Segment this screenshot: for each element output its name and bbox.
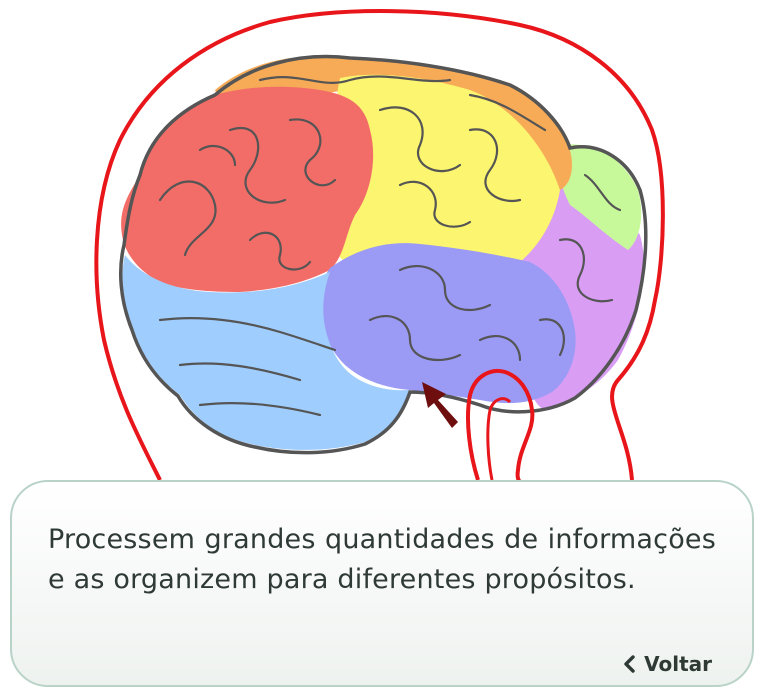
chevron-left-icon <box>622 655 636 673</box>
brainstem-inner <box>486 397 512 481</box>
parietal-region <box>333 74 560 262</box>
lower-frontal-region <box>122 255 410 450</box>
brain-outline <box>119 54 648 455</box>
caption-text: Processem grandes quantidades de informa… <box>48 524 716 595</box>
temporal-region <box>319 243 576 404</box>
brainstem-outline <box>466 369 535 484</box>
caption-box: Processem grandes quantidades de informa… <box>10 480 754 687</box>
occipital-region <box>558 144 642 250</box>
brain-gyri-lines <box>158 75 622 417</box>
head-outline <box>94 9 665 481</box>
back-button[interactable]: Voltar <box>622 652 712 676</box>
back-button-label: Voltar <box>644 652 712 676</box>
arrow-icon <box>422 382 458 428</box>
